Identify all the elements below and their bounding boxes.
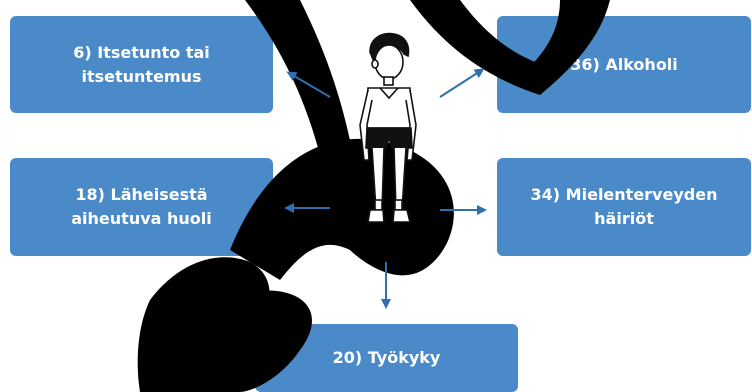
box-mental-health: 34) Mielenterveyden häiriöt	[497, 158, 751, 256]
watermark-stroke-2	[410, 0, 560, 95]
box-mental-health-label: 34) Mielenterveyden häiriöt	[530, 185, 718, 228]
box-self-esteem-label: 6) Itsetunto tai itsetuntemus	[73, 42, 210, 86]
person-illustration	[359, 32, 417, 223]
box-loved-one-worry-label: 18) Läheisestä aiheutuva huoli	[71, 185, 212, 228]
watermark-stroke-3	[520, 0, 610, 95]
person-shorts	[365, 127, 413, 149]
person-shoe-right	[392, 209, 412, 223]
person-head	[374, 44, 404, 80]
box-self-esteem: 6) Itsetunto tai itsetuntemus	[10, 16, 273, 113]
box-loved-one-worry: 18) Läheisestä aiheutuva huoli	[10, 158, 273, 256]
box-work-ability-label: 20) Työkyky	[332, 348, 441, 367]
person-shirt	[365, 87, 413, 129]
watermark-stroke-1	[245, 0, 360, 200]
arrow-to-alcohol	[439, 68, 485, 98]
arrow-to-self-esteem	[286, 71, 331, 98]
watermark-blob-lower	[137, 257, 270, 392]
box-alcohol-label: 36) Alkoholi	[570, 54, 678, 74]
person-arm-left	[359, 89, 373, 161]
person-shoe-left	[367, 209, 385, 223]
